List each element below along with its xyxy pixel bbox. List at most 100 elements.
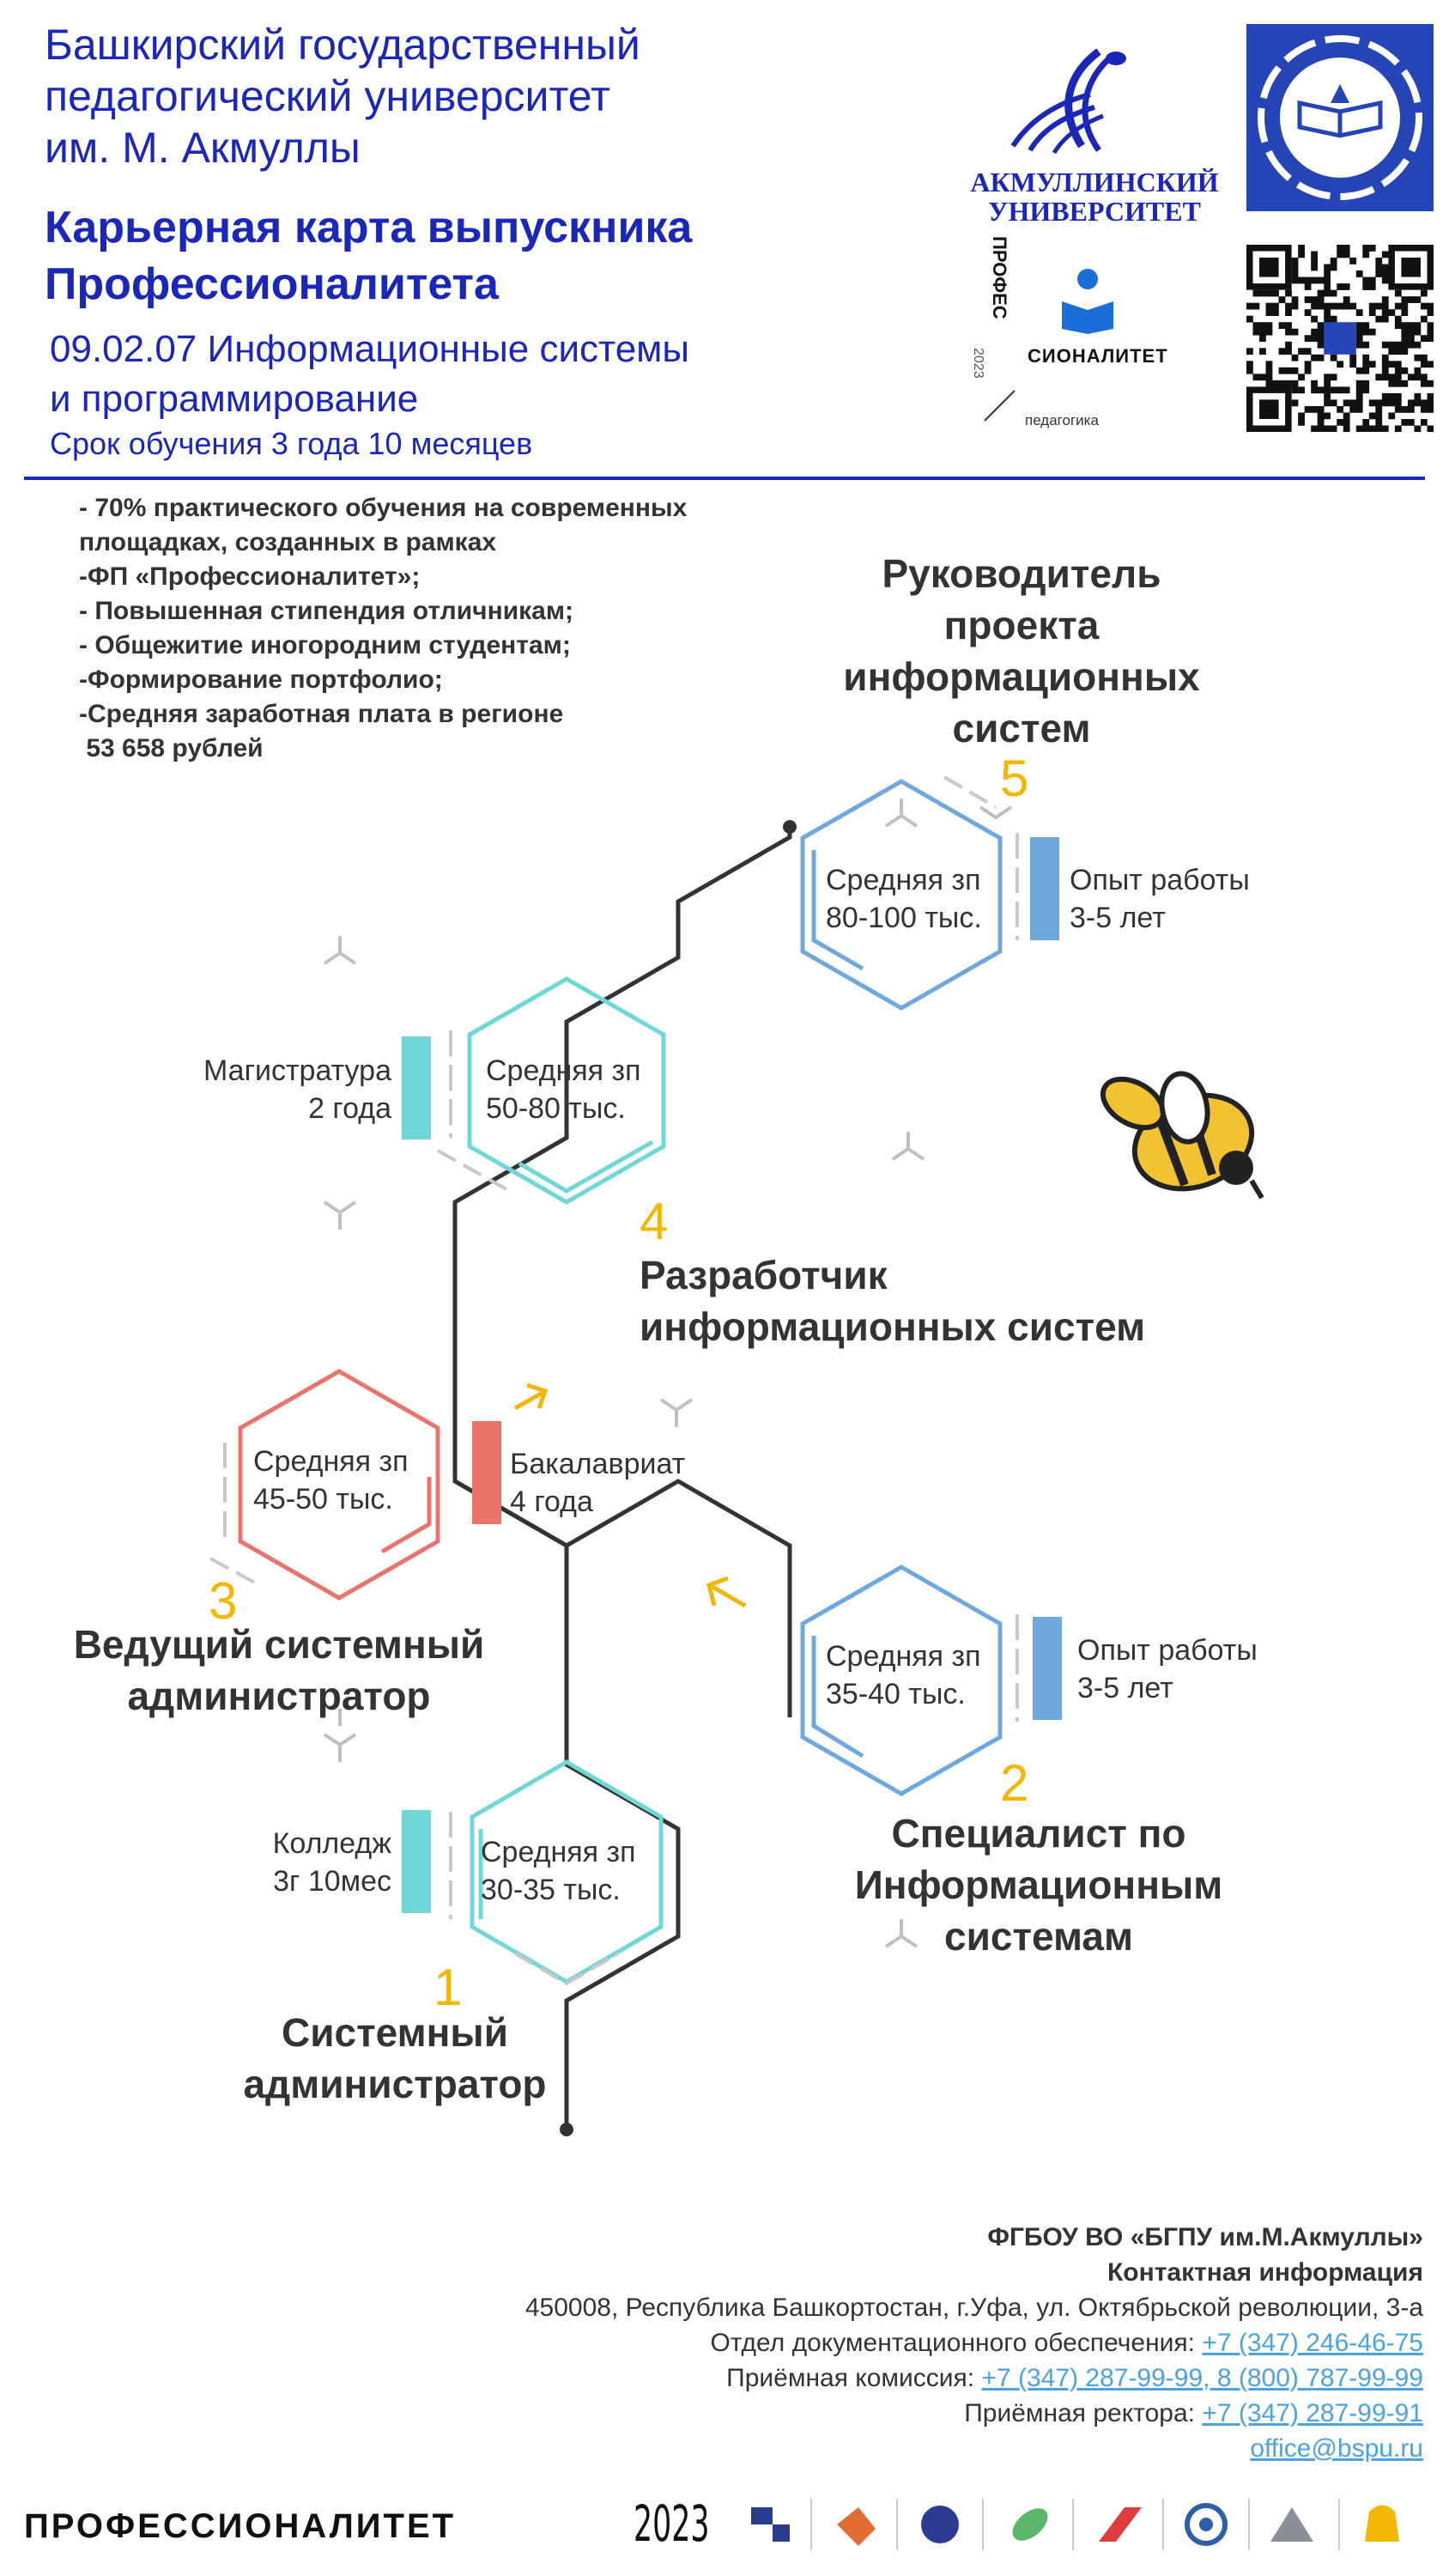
qr-module bbox=[1401, 380, 1409, 387]
qr-module bbox=[1246, 367, 1253, 374]
qr-module bbox=[1368, 309, 1376, 316]
qr-module bbox=[1304, 296, 1312, 303]
qr-module bbox=[1355, 386, 1363, 394]
qr-module bbox=[1324, 399, 1331, 407]
step-number-2: 2 bbox=[1000, 1754, 1029, 1812]
prof-vertical-text: ПРОФЕС bbox=[989, 236, 1010, 319]
qr-module bbox=[1355, 425, 1363, 433]
qr-module bbox=[1394, 341, 1402, 349]
admission-phone-link[interactable]: +7 (347) 287-99-99, 8 (800) 787-99-99 bbox=[981, 2364, 1423, 2392]
qr-module bbox=[1324, 374, 1331, 381]
rector-line: Приёмная ректора: +7 (347) 287-99-91 bbox=[525, 2396, 1423, 2431]
salary-line: 50-80 тыс. bbox=[486, 1092, 626, 1125]
qr-module bbox=[1401, 309, 1409, 316]
hex-accent bbox=[811, 850, 864, 971]
qr-module bbox=[1343, 283, 1350, 290]
qr-module bbox=[1317, 354, 1325, 361]
qr-module bbox=[1337, 386, 1344, 394]
qr-module bbox=[1427, 328, 1434, 336]
qr-module bbox=[1381, 399, 1389, 407]
benefits-list: - 70% практического обучения на современ… bbox=[79, 491, 687, 766]
qr-module bbox=[1317, 302, 1325, 310]
qr-module bbox=[1317, 425, 1325, 433]
role-line: информационных bbox=[843, 654, 1200, 699]
qr-module bbox=[1259, 289, 1266, 297]
qr-module bbox=[1330, 264, 1337, 271]
qr-module bbox=[1427, 380, 1434, 387]
qr-module bbox=[1355, 392, 1363, 400]
qr-module bbox=[1343, 386, 1350, 394]
qr-module bbox=[1252, 322, 1260, 330]
university-line: Башкирский государственный bbox=[45, 21, 640, 69]
study-duration: Срок обучения 3 года 10 месяцев bbox=[50, 426, 533, 461]
qr-module bbox=[1311, 251, 1318, 258]
qr-module bbox=[1337, 302, 1344, 310]
qr-code[interactable] bbox=[1246, 245, 1434, 433]
industry-icon-6 bbox=[1185, 2503, 1228, 2546]
qr-module bbox=[1394, 361, 1402, 368]
rector-phone-link[interactable]: +7 (347) 287-99-91 bbox=[1202, 2399, 1423, 2427]
pedagogy-book-icon bbox=[1062, 269, 1113, 334]
qr-module bbox=[1298, 374, 1305, 381]
doc-dept-phone-link[interactable]: +7 (347) 246-46-75 bbox=[1202, 2329, 1423, 2357]
qr-module bbox=[1246, 315, 1253, 323]
qr-module bbox=[1388, 412, 1396, 420]
qr-module bbox=[1304, 309, 1312, 316]
book-emblem-logo bbox=[1246, 24, 1434, 211]
qr-module bbox=[1362, 425, 1370, 433]
qr-module bbox=[1355, 399, 1363, 407]
qr-module bbox=[1252, 328, 1260, 336]
qr-module bbox=[1337, 418, 1344, 426]
qr-module bbox=[1355, 405, 1363, 413]
qr-module bbox=[1349, 399, 1357, 407]
qr-module bbox=[1311, 296, 1318, 303]
qr-module bbox=[1304, 283, 1312, 290]
qr-module bbox=[1349, 405, 1357, 413]
step-number-1: 1 bbox=[433, 1959, 463, 2016]
qr-module bbox=[1427, 309, 1434, 316]
qr-module bbox=[1291, 296, 1299, 303]
qr-module bbox=[1368, 302, 1376, 310]
qr-module bbox=[1324, 412, 1331, 420]
qr-module bbox=[1265, 367, 1273, 374]
role-line: информационных систем bbox=[640, 1304, 1146, 1349]
step-number-4: 4 bbox=[640, 1193, 669, 1250]
qr-module bbox=[1394, 367, 1402, 374]
side-line: 3-5 лет bbox=[1077, 1672, 1173, 1704]
qr-module bbox=[1375, 374, 1383, 381]
qr-module bbox=[1420, 302, 1428, 310]
side-line: 3-5 лет bbox=[1070, 902, 1166, 934]
admission-label: Приёмная комиссия: bbox=[726, 2364, 982, 2392]
role-line: Системный bbox=[282, 2010, 508, 2055]
qr-finder bbox=[1259, 399, 1279, 419]
qr-module bbox=[1330, 399, 1337, 407]
hex-accent bbox=[811, 1636, 864, 1759]
university-line: им. М. Акмуллы bbox=[45, 124, 361, 172]
qr-module bbox=[1285, 302, 1292, 310]
industry-icon-3 bbox=[921, 2506, 959, 2543]
qr-finder bbox=[1401, 258, 1421, 277]
qr-module bbox=[1375, 264, 1383, 271]
qr-module bbox=[1420, 315, 1428, 323]
hex-accent bbox=[513, 1952, 620, 1986]
qr-module bbox=[1427, 322, 1434, 330]
qr-module bbox=[1362, 367, 1370, 374]
qr-module bbox=[1355, 328, 1363, 336]
hexagon-step-2 bbox=[800, 1564, 1003, 1796]
qr-module bbox=[1375, 399, 1383, 407]
qr-module bbox=[1265, 302, 1273, 310]
qr-module bbox=[1324, 309, 1331, 316]
role-step-1: Системный администратор bbox=[172, 2007, 618, 2110]
side-line: 3г 10мес bbox=[273, 1865, 391, 1898]
benefit-item: площадках, созданных в рамках bbox=[79, 528, 497, 556]
qr-module bbox=[1388, 309, 1396, 316]
qr-module bbox=[1375, 302, 1383, 310]
role-line: Информационным bbox=[854, 1862, 1223, 1907]
email-link[interactable]: office@bspu.ru bbox=[1250, 2434, 1423, 2463]
qr-module bbox=[1278, 348, 1286, 355]
qr-module bbox=[1317, 276, 1325, 284]
qr-module bbox=[1330, 425, 1337, 433]
qr-module bbox=[1375, 405, 1383, 413]
qr-module bbox=[1285, 348, 1292, 355]
